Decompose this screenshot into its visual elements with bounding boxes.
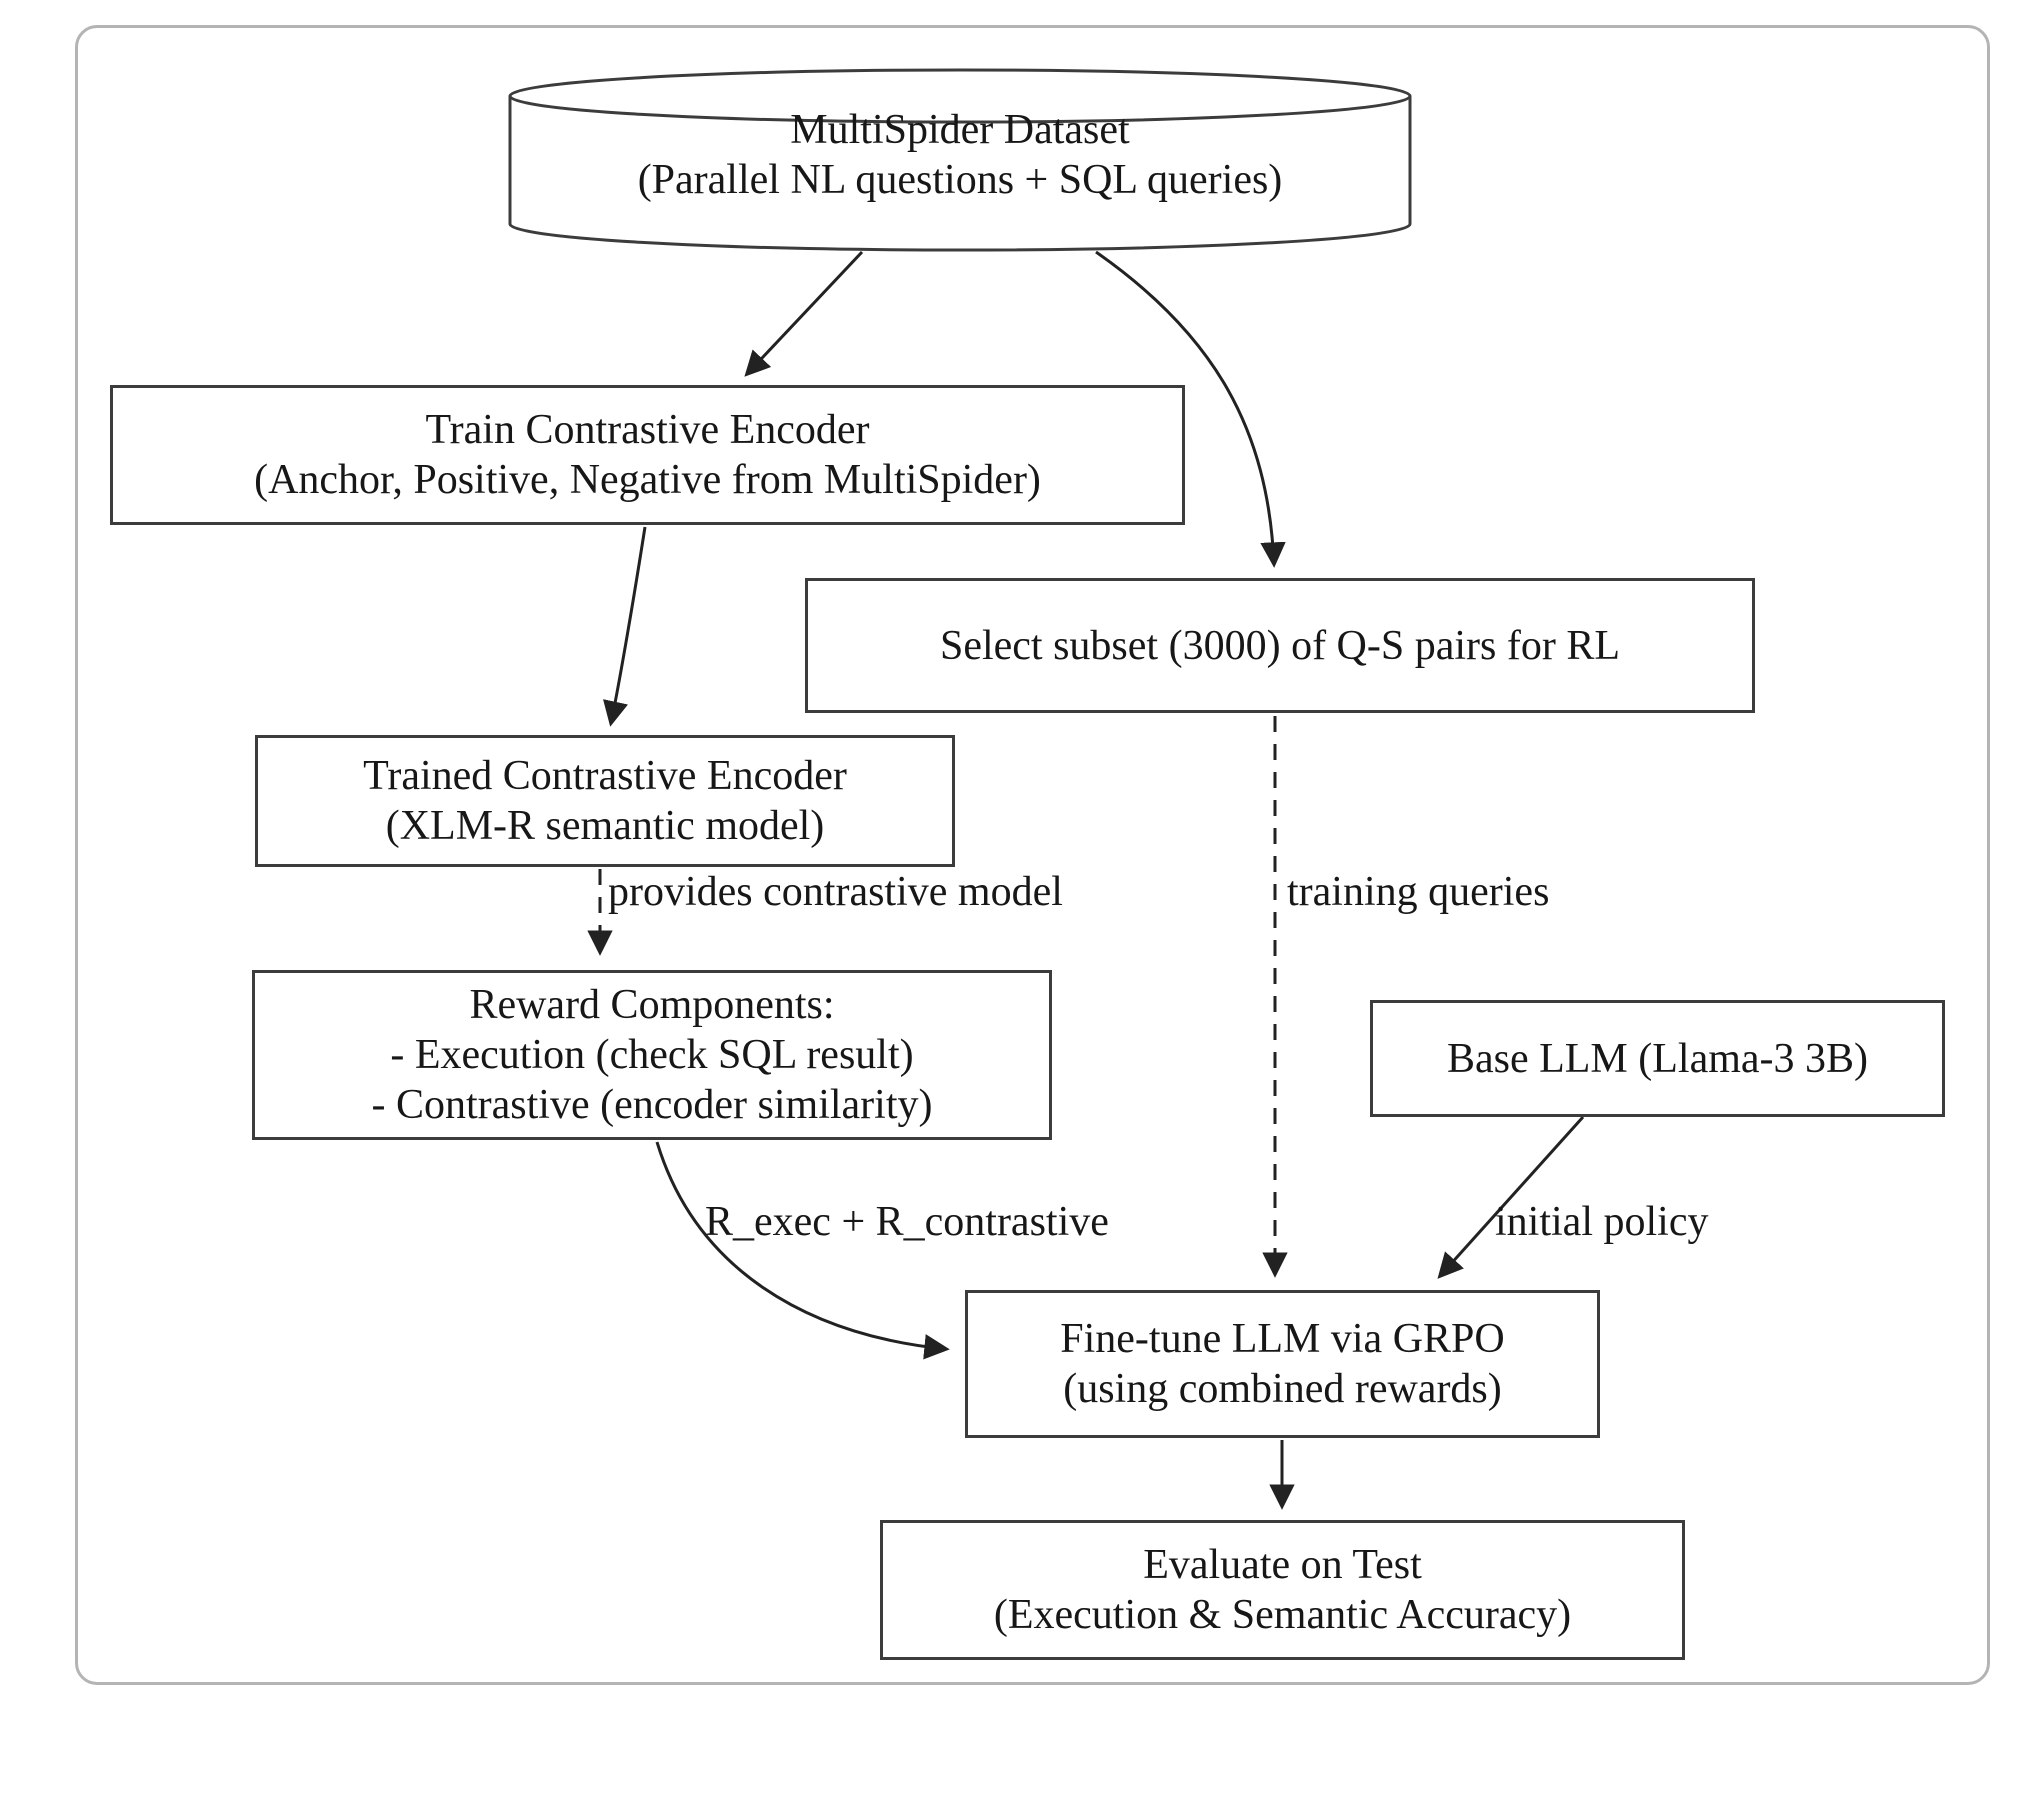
node-base-llm: Base LLM (Llama-3 3B): [1370, 1000, 1945, 1117]
node-reward-components-line1: Reward Components:: [469, 982, 835, 1028]
edge-dataset-to-select: [1095, 250, 1286, 568]
node-reward-components: Reward Components: - Execution (check SQ…: [252, 970, 1052, 1140]
node-train-encoder-line2: (Anchor, Positive, Negative from MultiSp…: [254, 457, 1041, 503]
dataset-cylinder-shape: [508, 68, 1412, 252]
node-trained-encoder-line1: Trained Contrastive Encoder: [363, 753, 847, 799]
node-reward-components-line3: - Contrastive (encoder similarity): [371, 1082, 933, 1128]
node-train-encoder: Train Contrastive Encoder (Anchor, Posit…: [110, 385, 1185, 525]
node-evaluate-line1: Evaluate on Test: [1143, 1542, 1422, 1588]
edge-label-training-queries: training queries: [1287, 869, 1550, 915]
node-finetune-line1: Fine-tune LLM via GRPO: [1060, 1316, 1505, 1362]
edge-label-provides-contrastive-model: provides contrastive model: [608, 869, 1063, 915]
node-dataset-line2: (Parallel NL questions + SQL queries): [637, 157, 1283, 203]
node-finetune-line2: (using combined rewards): [1063, 1366, 1502, 1412]
node-finetune: Fine-tune LLM via GRPO (using combined r…: [965, 1290, 1600, 1438]
node-dataset-line1: MultiSpider Dataset: [790, 107, 1130, 153]
node-select-subset: Select subset (3000) of Q-S pairs for RL: [805, 578, 1755, 713]
edge-label-rexec-rcontrastive: R_exec + R_contrastive: [705, 1199, 1109, 1245]
edge-reward-to-finetune: [655, 1141, 950, 1360]
node-select-subset-line1: Select subset (3000) of Q-S pairs for RL: [939, 622, 1621, 669]
node-dataset: MultiSpider Dataset (Parallel NL questio…: [510, 100, 1410, 210]
node-evaluate-line2: (Execution & Semantic Accuracy): [993, 1592, 1572, 1638]
node-evaluate: Evaluate on Test (Execution & Semantic A…: [880, 1520, 1685, 1660]
node-base-llm-line1: Base LLM (Llama-3 3B): [1446, 1035, 1869, 1082]
node-trained-encoder-line2: (XLM-R semantic model): [385, 803, 825, 849]
node-trained-encoder: Trained Contrastive Encoder (XLM-R seman…: [255, 735, 955, 867]
node-train-encoder-line1: Train Contrastive Encoder: [425, 407, 870, 453]
edge-basellm-to-finetune: [1437, 1115, 1585, 1279]
node-reward-components-line2: - Execution (check SQL result): [390, 1032, 914, 1078]
edge-dataset-to-train: [744, 250, 864, 377]
edge-train-to-trained: [603, 526, 647, 727]
edge-label-initial-policy: initial policy: [1495, 1199, 1709, 1245]
